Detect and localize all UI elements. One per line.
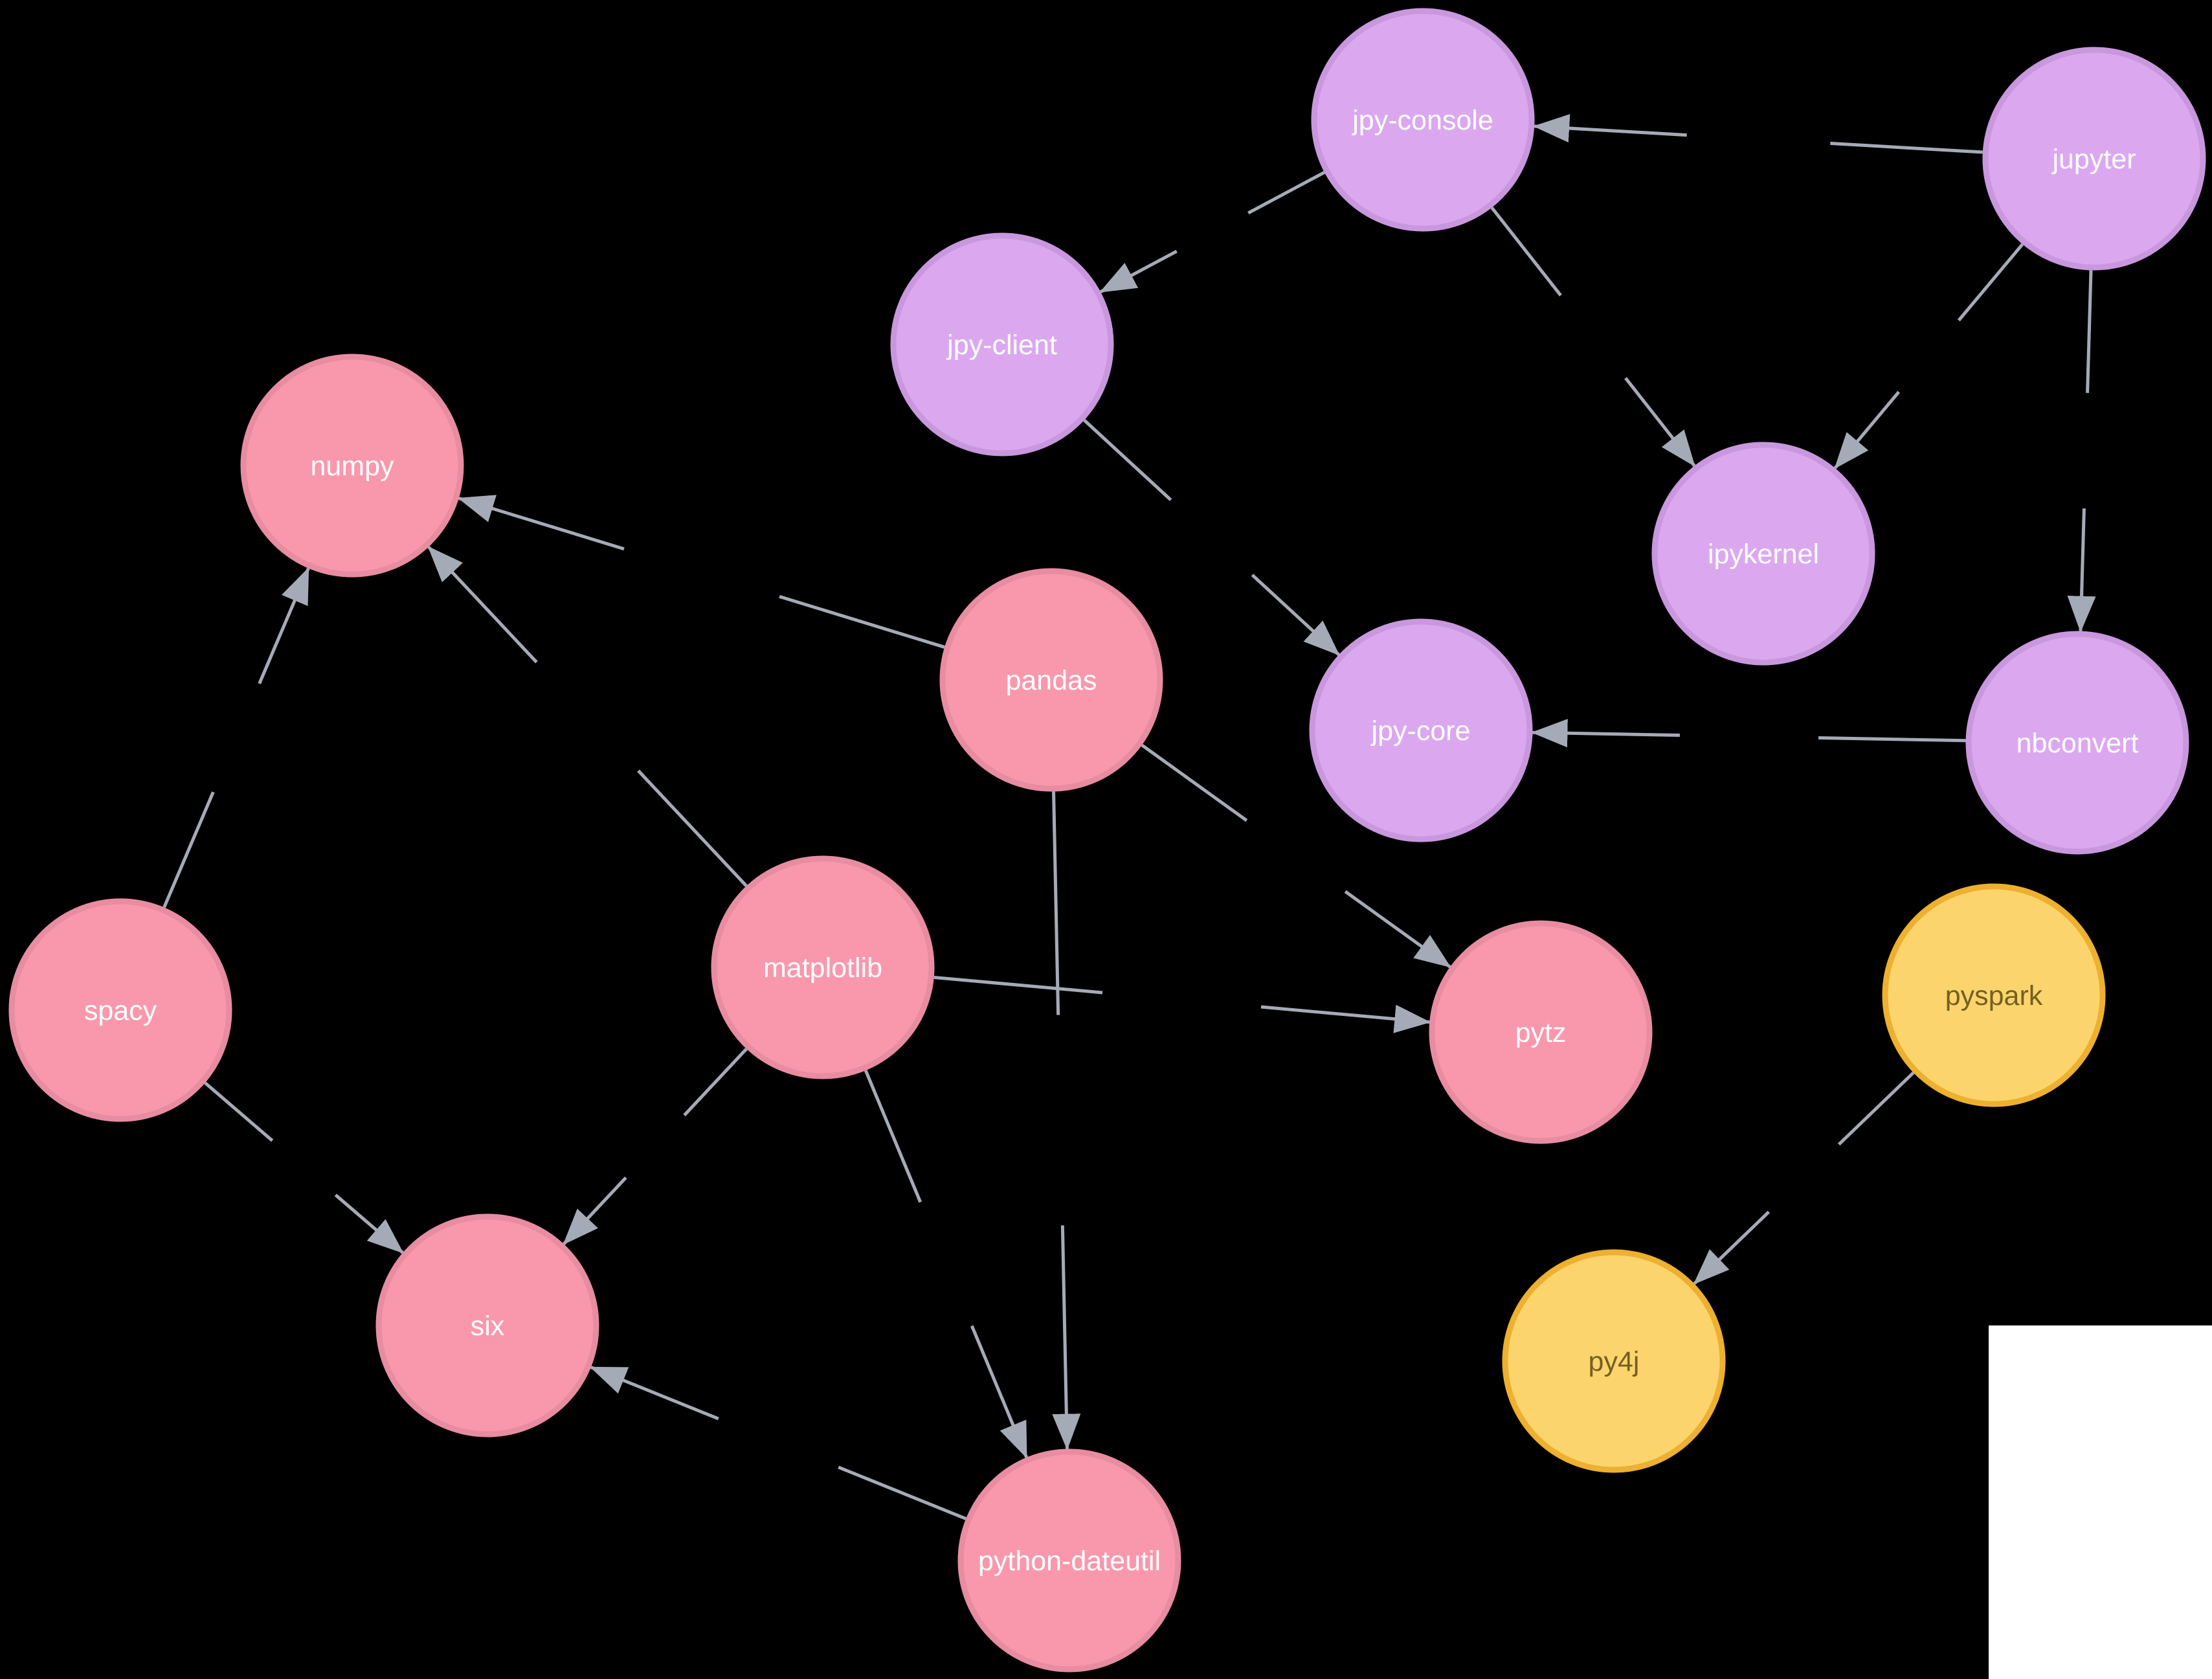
edge-segment — [2086, 270, 2093, 393]
node-circle-matplotlib[interactable] — [711, 855, 935, 1079]
graph-edge-jupyter-ipykernel — [1833, 243, 2024, 469]
graph-node-python-dateutil[interactable]: python-dateutil — [957, 1448, 1181, 1673]
edge-segment-arrow — [334, 1193, 404, 1254]
edge-segment — [1083, 419, 1172, 501]
graph-edge-pandas-pytz — [1141, 743, 1451, 969]
edge-segment — [1052, 791, 1060, 1015]
edge-segment-arrow — [1833, 390, 1901, 469]
graph-edge-jupyter-nbconvert — [2067, 270, 2096, 633]
graph-node-six[interactable]: six — [375, 1213, 599, 1437]
graph-edge-matplotlib-python-dateutil — [864, 1070, 1029, 1459]
edge-segment-arrow — [427, 546, 538, 664]
node-circle-pytz[interactable] — [1429, 920, 1653, 1144]
edge-segment-arrow — [1260, 1004, 1431, 1033]
edges-layer — [162, 114, 2096, 1520]
edge-segment-arrow — [2067, 508, 2096, 633]
graph-edge-spacy-numpy — [162, 567, 310, 908]
graph-edge-python-dateutil-six — [590, 1366, 966, 1520]
graph-edge-nbconvert-jpy-core — [1531, 719, 1966, 748]
graph-node-numpy[interactable]: numpy — [240, 354, 464, 578]
graph-edge-jpy-client-jpy-core — [1083, 419, 1340, 656]
graph-edge-matplotlib-numpy — [427, 546, 748, 887]
node-circle-nbconvert[interactable] — [1965, 631, 2189, 855]
node-circle-jpy-client[interactable] — [890, 232, 1114, 456]
graph-edge-matplotlib-pytz — [933, 976, 1431, 1033]
edge-segment — [683, 1048, 748, 1117]
graph-edge-matplotlib-six — [563, 1048, 748, 1245]
edge-segment — [864, 1070, 922, 1203]
graph-edge-jpy-console-ipykernel — [1490, 207, 1696, 467]
graph-node-pytz[interactable]: pytz — [1429, 920, 1653, 1144]
nodes-layer: jpy-console jupyter jpy-client numpy ipykern… — [8, 8, 2206, 1673]
edge-segment-arrow — [1344, 890, 1451, 969]
graph-node-spacy[interactable]: spacy — [8, 898, 232, 1122]
edge-segment — [1837, 1071, 1915, 1146]
edge-segment — [1818, 736, 1966, 743]
graph-node-jpy-client[interactable]: jpy-client — [890, 232, 1114, 456]
node-circle-numpy[interactable] — [240, 354, 464, 578]
node-circle-pandas[interactable] — [939, 568, 1163, 792]
edge-segment — [1957, 243, 2024, 322]
node-circle-python-dateutil[interactable] — [957, 1448, 1181, 1673]
graph-node-pandas[interactable]: pandas — [939, 568, 1163, 792]
edge-segment — [1247, 171, 1326, 215]
edge-segment-arrow — [563, 1176, 627, 1245]
edge-segment-arrow — [1693, 1210, 1771, 1285]
graph-edge-pyspark-py4j — [1693, 1071, 1915, 1285]
edge-segment-arrow — [1624, 377, 1696, 467]
edge-segment — [1830, 141, 1983, 154]
graph-node-jpy-console[interactable]: jpy-console — [1311, 8, 1535, 232]
edge-segment-arrow — [590, 1366, 719, 1421]
edge-segment — [838, 1465, 966, 1520]
node-circle-six[interactable] — [375, 1213, 599, 1437]
graph-node-py4j[interactable]: py4j — [1502, 1249, 1726, 1473]
corner-overlay — [1989, 1325, 2212, 1679]
edge-segment — [1490, 207, 1562, 297]
node-circle-ipykernel[interactable] — [1651, 442, 1875, 666]
edge-segment — [162, 791, 215, 908]
edge-segment-arrow — [970, 1325, 1029, 1459]
edge-segment-arrow — [1533, 114, 1687, 143]
edge-segment — [933, 976, 1103, 995]
edge-segment — [637, 769, 748, 887]
edge-segment-arrow — [1251, 574, 1340, 656]
graph-node-pyspark[interactable]: pyspark — [1882, 883, 2106, 1107]
edge-segment — [779, 594, 945, 649]
graph-node-jpy-core[interactable]: jpy-core — [1309, 618, 1533, 842]
graph-node-matplotlib[interactable]: matplotlib — [711, 855, 935, 1079]
node-circle-pyspark[interactable] — [1882, 883, 2106, 1107]
edge-segment — [1141, 743, 1248, 822]
graph-node-ipykernel[interactable]: ipykernel — [1651, 442, 1875, 666]
node-circle-py4j[interactable] — [1502, 1249, 1726, 1473]
graph-edge-jpy-console-jpy-client — [1099, 171, 1326, 293]
node-circle-jpy-console[interactable] — [1311, 8, 1535, 232]
edge-segment-arrow — [1052, 1225, 1081, 1450]
node-circle-jpy-core[interactable] — [1309, 618, 1533, 842]
graph-edge-spacy-six — [204, 1081, 404, 1254]
node-circle-spacy[interactable] — [8, 898, 232, 1122]
graph-node-jupyter[interactable]: jupyter — [1982, 47, 2206, 271]
graph-edge-pandas-python-dateutil — [1052, 791, 1081, 1450]
edge-segment-arrow — [1531, 719, 1680, 748]
graph-edge-jupyter-jpy-console — [1533, 114, 1983, 154]
graph-node-nbconvert[interactable]: nbconvert — [1965, 631, 2189, 855]
edge-segment-arrow — [458, 495, 625, 551]
edge-segment — [204, 1081, 274, 1142]
edge-segment-arrow — [1099, 249, 1178, 293]
edge-segment-arrow — [258, 567, 310, 684]
graph-edge-pandas-numpy — [458, 495, 945, 649]
node-circle-jupyter[interactable] — [1982, 47, 2206, 271]
